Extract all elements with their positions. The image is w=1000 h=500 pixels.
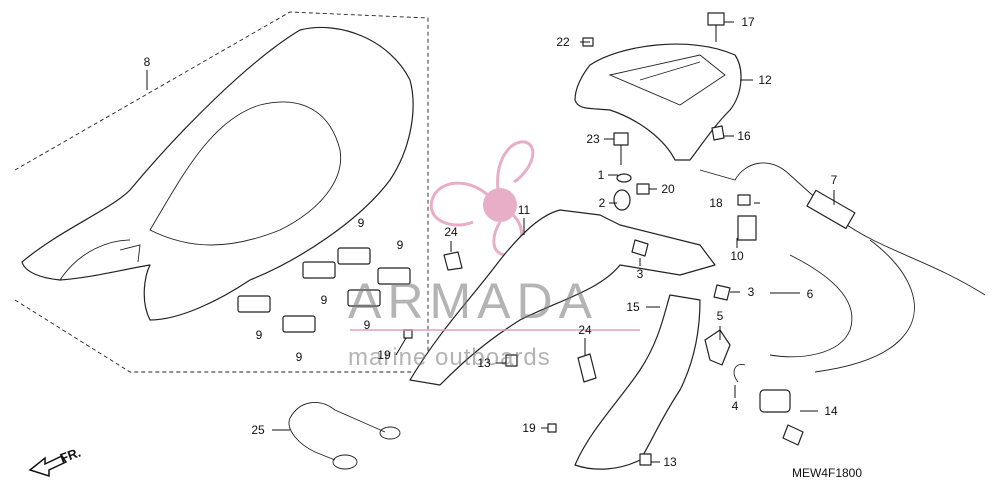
callout-9: 9 <box>364 318 371 332</box>
callout-3: 3 <box>748 285 755 299</box>
callout-16: 16 <box>737 129 751 143</box>
seat-assembly <box>14 11 429 373</box>
callout-9: 9 <box>256 328 263 342</box>
callout-15: 15 <box>626 300 640 314</box>
callout-20: 20 <box>661 182 675 196</box>
callout-10: 10 <box>730 249 744 263</box>
front-direction-indicator: FR. <box>28 445 83 478</box>
callout-8: 8 <box>144 55 151 69</box>
callout-9: 9 <box>296 350 303 364</box>
lock-cables <box>699 162 986 373</box>
watermark: ARMADA marine outboards <box>348 273 640 371</box>
seat-rails <box>409 209 716 470</box>
callout-9: 9 <box>321 293 328 307</box>
callout-9: 9 <box>397 238 404 252</box>
callout-24: 24 <box>578 323 592 337</box>
callout-2: 2 <box>599 196 606 210</box>
seat-lock <box>704 329 804 446</box>
callout-13: 13 <box>663 455 677 469</box>
diagram-code: MEW4F1800 <box>792 466 862 480</box>
seat-cushions <box>237 247 411 333</box>
callout-24: 24 <box>444 225 458 239</box>
watermark-brand: ARMADA <box>348 273 598 329</box>
leader-lines <box>146 21 835 463</box>
grab-rail <box>574 43 742 161</box>
callout-25: 25 <box>251 423 265 437</box>
callout-4: 4 <box>732 399 739 413</box>
callout-3: 3 <box>637 267 644 281</box>
callout-13: 13 <box>477 356 491 370</box>
callout-1: 1 <box>598 168 605 182</box>
callout-12: 12 <box>758 73 772 87</box>
callout-6: 6 <box>807 287 814 301</box>
front-direction-label: FR. <box>58 445 83 466</box>
callout-18: 18 <box>709 196 723 210</box>
callouts: 8 9 9 9 9 9 9 19 25 22 17 12 23 16 1 20 … <box>144 15 838 469</box>
callout-22: 22 <box>556 35 570 49</box>
callout-14: 14 <box>824 404 838 418</box>
fasteners <box>403 12 757 466</box>
callout-7: 7 <box>831 173 838 187</box>
callout-9: 9 <box>358 216 365 230</box>
callout-23: 23 <box>586 132 600 146</box>
callout-19: 19 <box>522 421 536 435</box>
callout-17: 17 <box>741 15 755 29</box>
seat-lock-cable <box>288 402 401 470</box>
callout-5: 5 <box>717 309 724 323</box>
watermark-tagline: marine outboards <box>348 344 551 371</box>
callout-19: 19 <box>377 348 391 362</box>
callout-11: 11 <box>518 203 531 217</box>
